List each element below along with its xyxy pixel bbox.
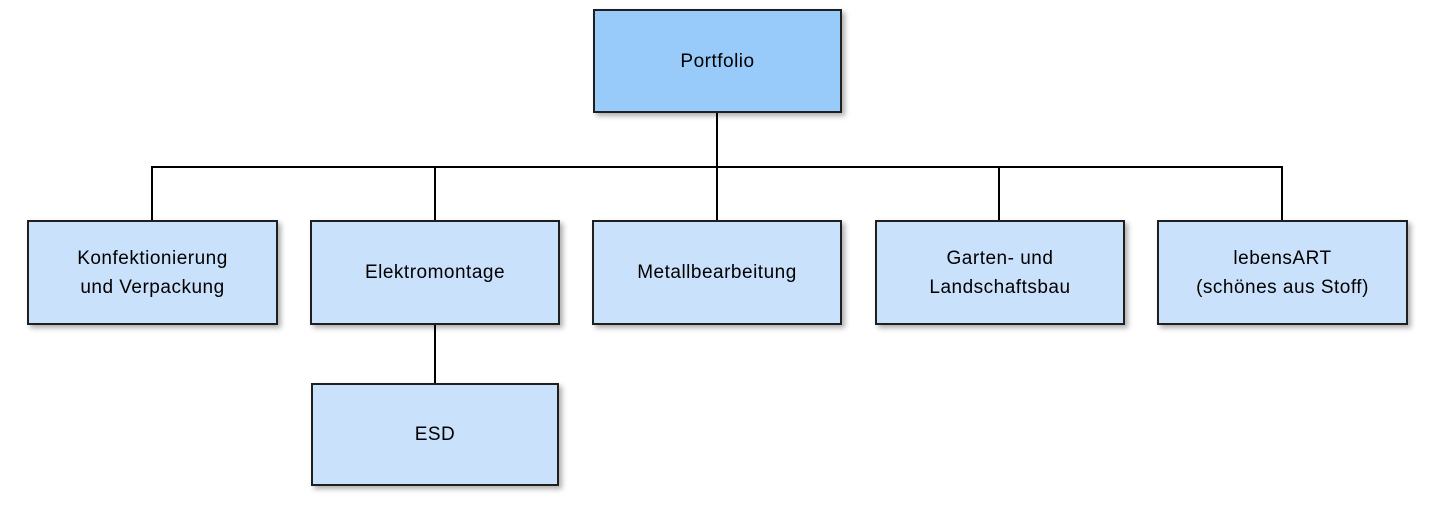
node-label: Konfektionierung und Verpackung [77,247,228,298]
node-label: Garten- und Landschaftsbau [929,247,1071,298]
node-elektromontage: Elektromontage [310,220,560,325]
node-label: ESD [414,424,456,445]
node-label: lebensART (schönes aus Stoff) [1196,247,1369,298]
node-garten-und-landschaftsbau: Garten- und Landschaftsbau [875,220,1125,325]
node-label: Metallbearbeitung [637,262,797,283]
node-portfolio: Portfolio [593,9,842,113]
node-metallbearbeitung: Metallbearbeitung [592,220,842,325]
connector-drop-3 [716,166,718,221]
connector-esd-drop [434,325,436,384]
node-label: Elektromontage [364,262,506,283]
node-konfektionierung-und-verpackung: Konfektionierung und Verpackung [27,220,278,325]
connector-drop-2 [434,166,436,221]
connector-root-drop [716,113,718,168]
connector-drop-4 [998,166,1000,221]
node-label: Portfolio [680,50,755,72]
connector-drop-5 [1281,166,1283,221]
node-esd: ESD [311,383,559,486]
node-lebensart: lebensART (schönes aus Stoff) [1157,220,1408,325]
connector-drop-1 [151,166,153,221]
